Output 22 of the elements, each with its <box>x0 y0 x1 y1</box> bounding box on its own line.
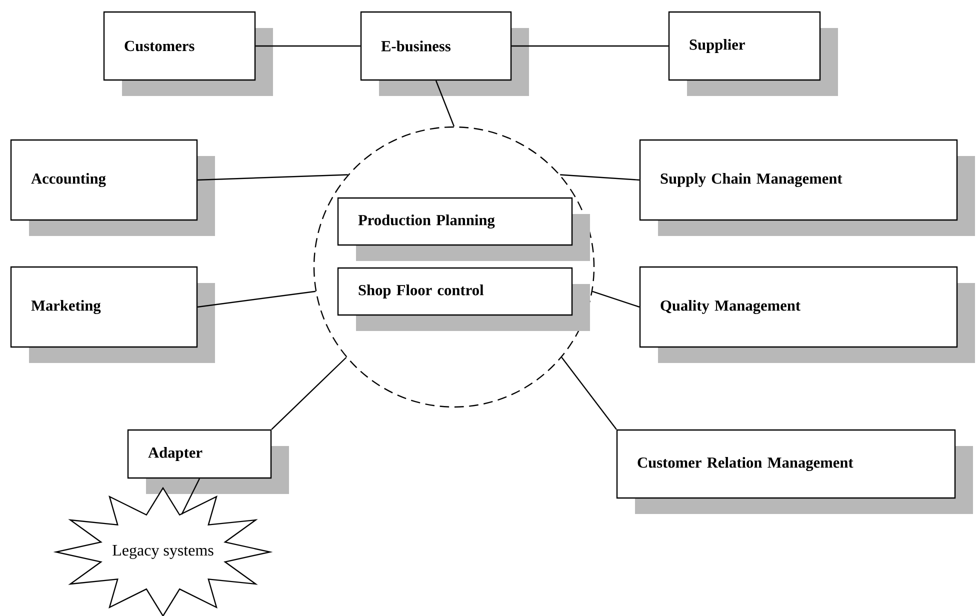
connector-line <box>198 174 348 181</box>
node-label: Legacy systems <box>112 545 214 559</box>
dashed-circle <box>313 126 595 408</box>
connector-line <box>561 357 617 430</box>
connector-line <box>560 174 640 181</box>
connector-line <box>271 356 347 430</box>
process-box: Supplier <box>668 11 838 96</box>
process-box: Customers <box>103 11 273 96</box>
process-box: Customer Relation Management <box>616 429 973 514</box>
process-box: Adapter <box>127 429 289 494</box>
connector-line <box>256 45 360 47</box>
process-box: Production Planning <box>337 197 590 261</box>
connector-line <box>592 290 640 308</box>
process-box: Quality Management <box>639 266 975 363</box>
connector-line <box>435 80 455 127</box>
connector-line <box>512 45 668 47</box>
process-box: E-business <box>360 11 529 96</box>
process-box: Marketing <box>10 266 215 363</box>
process-box: Supply Chain Management <box>639 139 975 236</box>
process-box: Shop Floor control <box>337 267 590 331</box>
process-box: Accounting <box>10 139 215 236</box>
connector-line <box>198 290 316 308</box>
